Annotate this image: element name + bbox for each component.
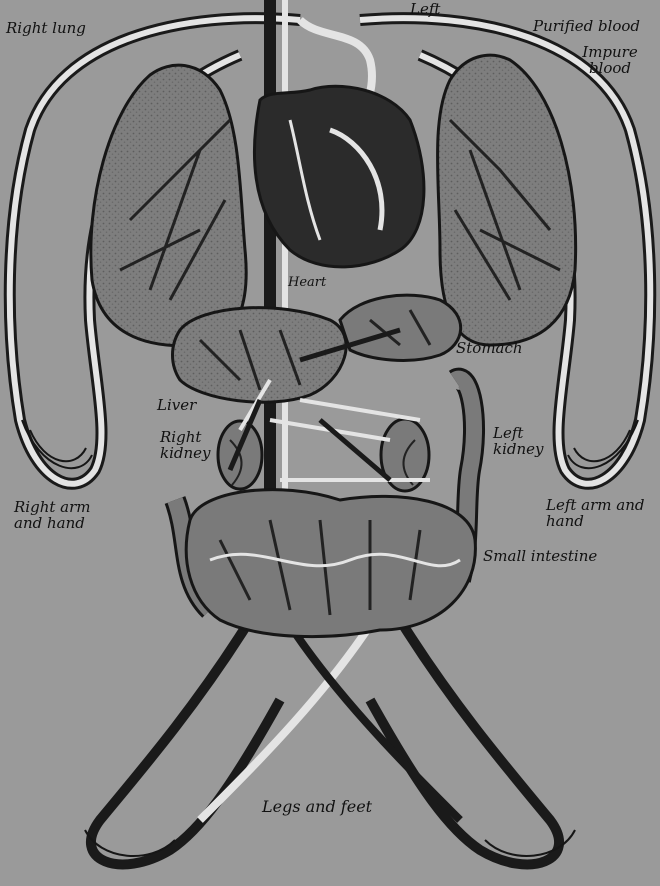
right-lung (91, 65, 246, 346)
stomach-label: Stomach (456, 340, 523, 356)
right-arm-label: Right arm and hand (14, 499, 114, 531)
impure-blood-label: Impure blood (570, 44, 650, 76)
leg-vessels (85, 610, 575, 864)
legs-and-feet-label: Legs and feet (262, 799, 372, 815)
right-kidney-label: Right kidney (160, 429, 222, 461)
small-intestine (186, 490, 475, 637)
heart-label: Heart (288, 275, 326, 291)
heart (254, 86, 423, 267)
left-arm-label: Left arm and hand (546, 497, 646, 529)
left-kidney-label: Left kidney (493, 425, 563, 457)
left-lung (438, 55, 576, 345)
purified-blood-label: Purified blood (533, 18, 640, 34)
left-label: Left (410, 1, 440, 17)
stomach (340, 295, 461, 360)
right-lung-label: Right lung (6, 20, 86, 36)
small-intestine-label: Small intestine (483, 548, 597, 564)
liver-label: Liver (157, 397, 196, 413)
right-kidney (218, 421, 262, 489)
